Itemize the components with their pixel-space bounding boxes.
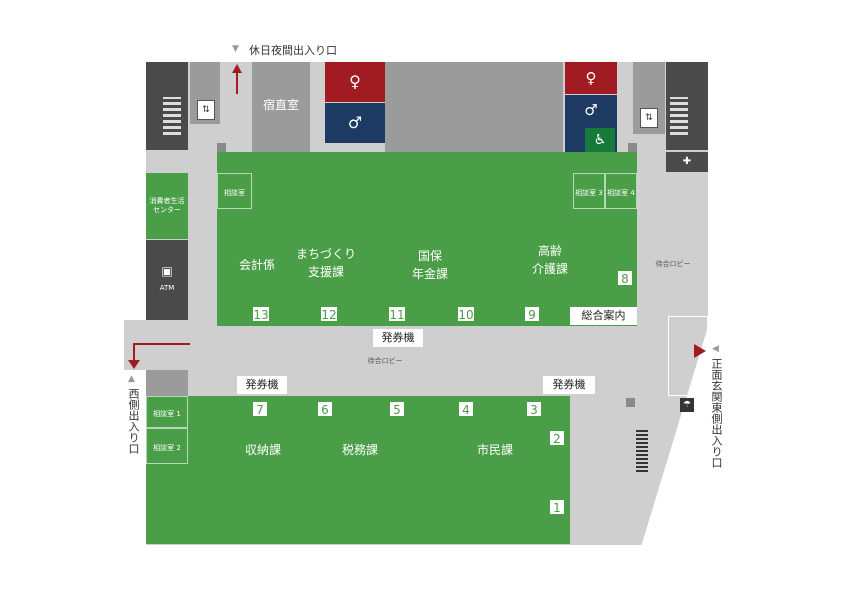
west-block [146, 370, 188, 396]
office-upper [217, 152, 637, 326]
room-night-duty-label: 宿直室 [262, 98, 299, 112]
service-area-top [385, 62, 563, 152]
consult1-label: 相談室 1 [153, 410, 181, 418]
room-consult-2: 相談室 2 [146, 428, 188, 464]
room-consult-1: 相談室 1 [146, 396, 188, 428]
pillar [628, 143, 637, 152]
counter-9: 9 [524, 306, 540, 322]
wheelchair-icon: ♿ [593, 132, 607, 148]
counter-2: 2 [549, 430, 565, 446]
pillar [217, 143, 226, 152]
counter-13: 13 [252, 306, 270, 322]
label-machizukuri-2: 支援課 [307, 265, 344, 279]
male-icon: ♂ [347, 113, 363, 132]
male-restroom-west: ♂ [325, 103, 385, 143]
umbrella-stand-icon: ☂ [680, 398, 694, 412]
male-icon: ♂ [584, 101, 598, 119]
counter-5: 5 [389, 401, 405, 417]
counter-1: 1 [549, 499, 565, 515]
consult3-label: 相談室 3 [575, 189, 603, 197]
counter-4: 4 [458, 401, 474, 417]
elevator-icon: ⇅ [197, 100, 215, 120]
label-kokuho-2: 年金課 [411, 267, 448, 281]
label-koureki: 高齢 [537, 244, 562, 258]
consumer-center-label: 消費者生活センター [149, 197, 185, 214]
counter-8: 8 [617, 270, 633, 286]
room-consult-3: 相談室 3 [573, 173, 605, 209]
room-consumer-center: 消費者生活センター [146, 173, 188, 239]
counter-7: 7 [252, 401, 268, 417]
holiday-entrance-marker-icon: ▼ [232, 44, 239, 54]
label-machizukuri: まちづくり [295, 247, 356, 261]
stairs-northwest-steps [163, 97, 181, 135]
west-entrance-label: 西側出入り口 [127, 388, 140, 454]
room-consult-small: 相談室 [217, 173, 252, 209]
label-shuno: 収納課 [244, 443, 281, 457]
atm-label: ATM [159, 284, 175, 292]
female-restroom-west: ♀ [325, 62, 385, 102]
label-koureki-2: 介護課 [531, 262, 568, 276]
holiday-arrow-icon [232, 64, 242, 94]
consult2-label: 相談室 2 [153, 444, 181, 452]
room-consult-4: 相談室 4 [605, 173, 637, 209]
waiting-lobby-label-east: 待合ロビー [655, 260, 691, 268]
label-kokuho: 国保 [417, 249, 442, 263]
label-zeimu: 税務課 [341, 443, 378, 457]
office-lower [146, 396, 570, 544]
aed-area: ✚ [666, 152, 708, 172]
west-entrance-arrow-icon [128, 343, 190, 369]
east-vestibule [668, 316, 708, 396]
stairs-northeast-steps [670, 97, 688, 135]
east-entrance-marker-icon: ◀ [712, 344, 719, 354]
waiting-lobby-label-center: 待合ロビー [367, 357, 403, 365]
female-restroom-east: ♀ [565, 62, 617, 94]
accessible-restroom: ♿ [585, 128, 615, 152]
ticket-machine-west: 発券機 [237, 376, 287, 394]
room-atm: ▣ ATM [146, 240, 188, 320]
consult4-label: 相談室 4 [607, 189, 635, 197]
pillar [626, 398, 635, 407]
label-accounting: 会計係 [238, 258, 275, 272]
counter-3: 3 [526, 401, 542, 417]
elevator-icon: ⇅ [640, 108, 658, 128]
counter-12: 12 [320, 306, 338, 322]
west-entrance-marker-icon: ▲ [128, 374, 135, 384]
floor-diagonal-edge [640, 320, 710, 550]
east-entrance-arrow-icon [694, 344, 706, 358]
general-info-desk: 総合案内 [570, 307, 637, 325]
holiday-night-entrance-label: 休日夜間出入り口 [249, 44, 337, 57]
consult-label: 相談室 [224, 189, 245, 197]
room-night-duty: 宿直室 [252, 62, 310, 152]
counter-6: 6 [317, 401, 333, 417]
label-shimin: 市民課 [476, 443, 513, 457]
female-icon: ♀ [585, 69, 597, 87]
ticket-machine-east: 発券機 [543, 376, 595, 394]
counter-10: 10 [457, 306, 475, 322]
counter-11: 11 [388, 306, 406, 322]
female-icon: ♀ [349, 72, 361, 91]
atm-icon: ▣ [161, 264, 173, 278]
aed-icon: ✚ [682, 156, 692, 167]
escalator-east [636, 428, 648, 474]
ticket-machine-center: 発券機 [373, 329, 423, 347]
east-entrance-label: 正面玄関東側出入り口 [710, 358, 723, 468]
